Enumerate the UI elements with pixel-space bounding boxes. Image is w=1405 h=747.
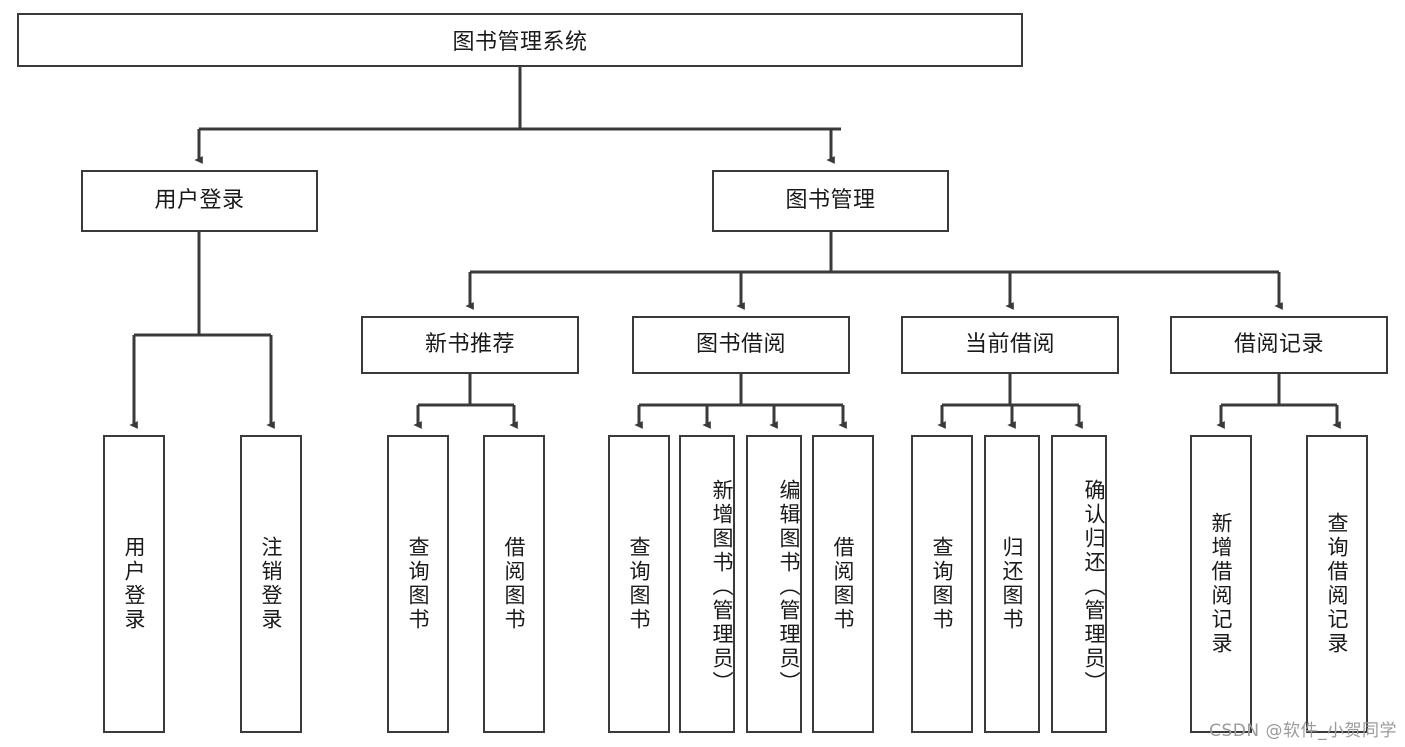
node-leaf-query-book-b-label: 查询图书 [627, 536, 652, 632]
node-leaf-confirm-return-admin[interactable]: 确认归还（管理员） [1051, 435, 1107, 733]
node-leaf-user-login-label: 用户登录 [122, 536, 147, 632]
node-current-borrow-label: 当前借阅 [964, 331, 1055, 357]
node-leaf-edit-book-admin[interactable]: 编辑图书（管理员） [746, 435, 802, 733]
node-root-system[interactable]: 图书管理系统 [17, 13, 1023, 67]
node-book-management-label: 图书管理 [785, 187, 876, 213]
node-leaf-query-book-b[interactable]: 查询图书 [608, 435, 670, 733]
node-leaf-query-book-a-label: 查询图书 [406, 536, 431, 632]
node-leaf-borrow-book-b-label: 借阅图书 [831, 536, 856, 632]
node-borrow-records[interactable]: 借阅记录 [1170, 316, 1388, 374]
node-book-borrow-label: 图书借阅 [695, 331, 786, 357]
node-leaf-query-book-c-label: 查询图书 [930, 536, 955, 632]
node-new-book-recommend[interactable]: 新书推荐 [361, 316, 579, 374]
node-user-login[interactable]: 用户登录 [81, 170, 318, 232]
node-new-book-recommend-label: 新书推荐 [424, 331, 515, 357]
node-borrow-records-label: 借阅记录 [1233, 331, 1324, 357]
csdn-watermark: CSDN @软件_小贺同学 [1209, 721, 1397, 741]
node-leaf-borrow-book-b[interactable]: 借阅图书 [812, 435, 874, 733]
node-book-management[interactable]: 图书管理 [712, 170, 949, 232]
node-leaf-query-borrow-record-label: 查询借阅记录 [1325, 512, 1350, 656]
node-leaf-return-book-label: 归还图书 [1000, 536, 1025, 632]
node-leaf-user-login[interactable]: 用户登录 [103, 435, 165, 733]
node-current-borrow[interactable]: 当前借阅 [901, 316, 1119, 374]
node-leaf-confirm-return-admin-label: 确认归还（管理员） [1082, 479, 1106, 695]
node-leaf-query-book-c[interactable]: 查询图书 [911, 435, 973, 733]
node-leaf-query-book-a[interactable]: 查询图书 [387, 435, 449, 733]
node-leaf-add-book-admin[interactable]: 新增图书（管理员） [679, 435, 735, 733]
node-leaf-add-book-admin-label: 新增图书（管理员） [710, 479, 734, 695]
node-leaf-add-borrow-record-label: 新增借阅记录 [1209, 512, 1234, 656]
node-leaf-logout[interactable]: 注销登录 [240, 435, 302, 733]
node-leaf-query-borrow-record[interactable]: 查询借阅记录 [1306, 435, 1368, 733]
node-leaf-return-book[interactable]: 归还图书 [984, 435, 1040, 733]
node-root-label: 图书管理系统 [452, 30, 588, 55]
node-leaf-add-borrow-record[interactable]: 新增借阅记录 [1190, 435, 1252, 733]
node-leaf-borrow-book-a-label: 借阅图书 [502, 536, 527, 632]
node-leaf-borrow-book-a[interactable]: 借阅图书 [483, 435, 545, 733]
node-book-borrow[interactable]: 图书借阅 [632, 316, 850, 374]
node-leaf-edit-book-admin-label: 编辑图书（管理员） [777, 479, 801, 695]
node-user-login-label: 用户登录 [154, 187, 245, 213]
node-leaf-logout-label: 注销登录 [259, 536, 284, 632]
